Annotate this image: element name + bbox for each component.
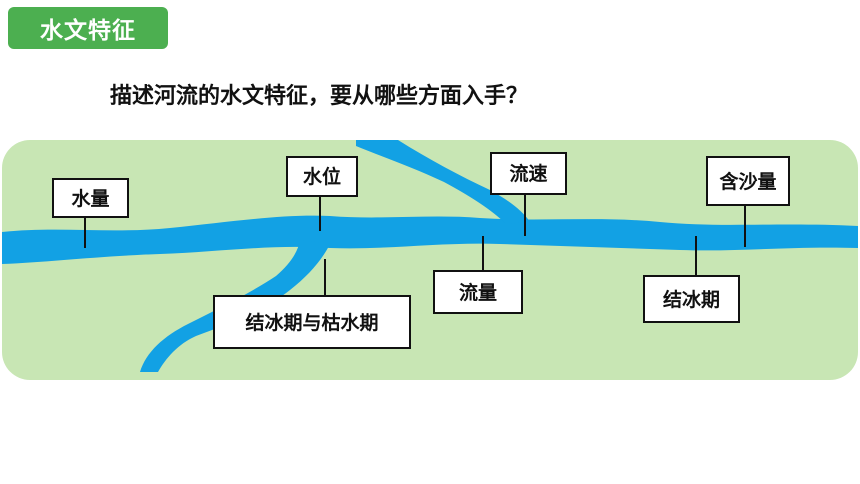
question-heading: 描述河流的水文特征，要从哪些方面入手？ — [110, 84, 529, 109]
label-boxes — [52, 152, 790, 349]
main-river — [2, 215, 858, 264]
box-water-volume — [52, 178, 129, 218]
box-water-level — [286, 156, 358, 197]
title-badge: 水文特征 — [8, 7, 168, 49]
box-freeze-period — [643, 275, 740, 323]
box-flow-rate — [433, 270, 523, 314]
label-flow-speed: 流速 — [509, 162, 547, 185]
label-flow-rate: 流量 — [459, 281, 497, 304]
box-flow-speed — [490, 152, 567, 195]
label-water-level: 水位 — [303, 165, 341, 188]
upper-tributary — [356, 140, 530, 224]
box-sediment — [706, 156, 790, 206]
connector-lines — [84, 194, 746, 296]
label-sediment: 含沙量 — [719, 170, 776, 193]
label-freeze-period: 结冰期 — [663, 288, 720, 311]
box-freeze-and-dry — [213, 295, 411, 349]
label-freeze-and-dry: 结冰期与枯水期 — [245, 311, 378, 334]
label-water-volume: 水量 — [71, 188, 109, 210]
